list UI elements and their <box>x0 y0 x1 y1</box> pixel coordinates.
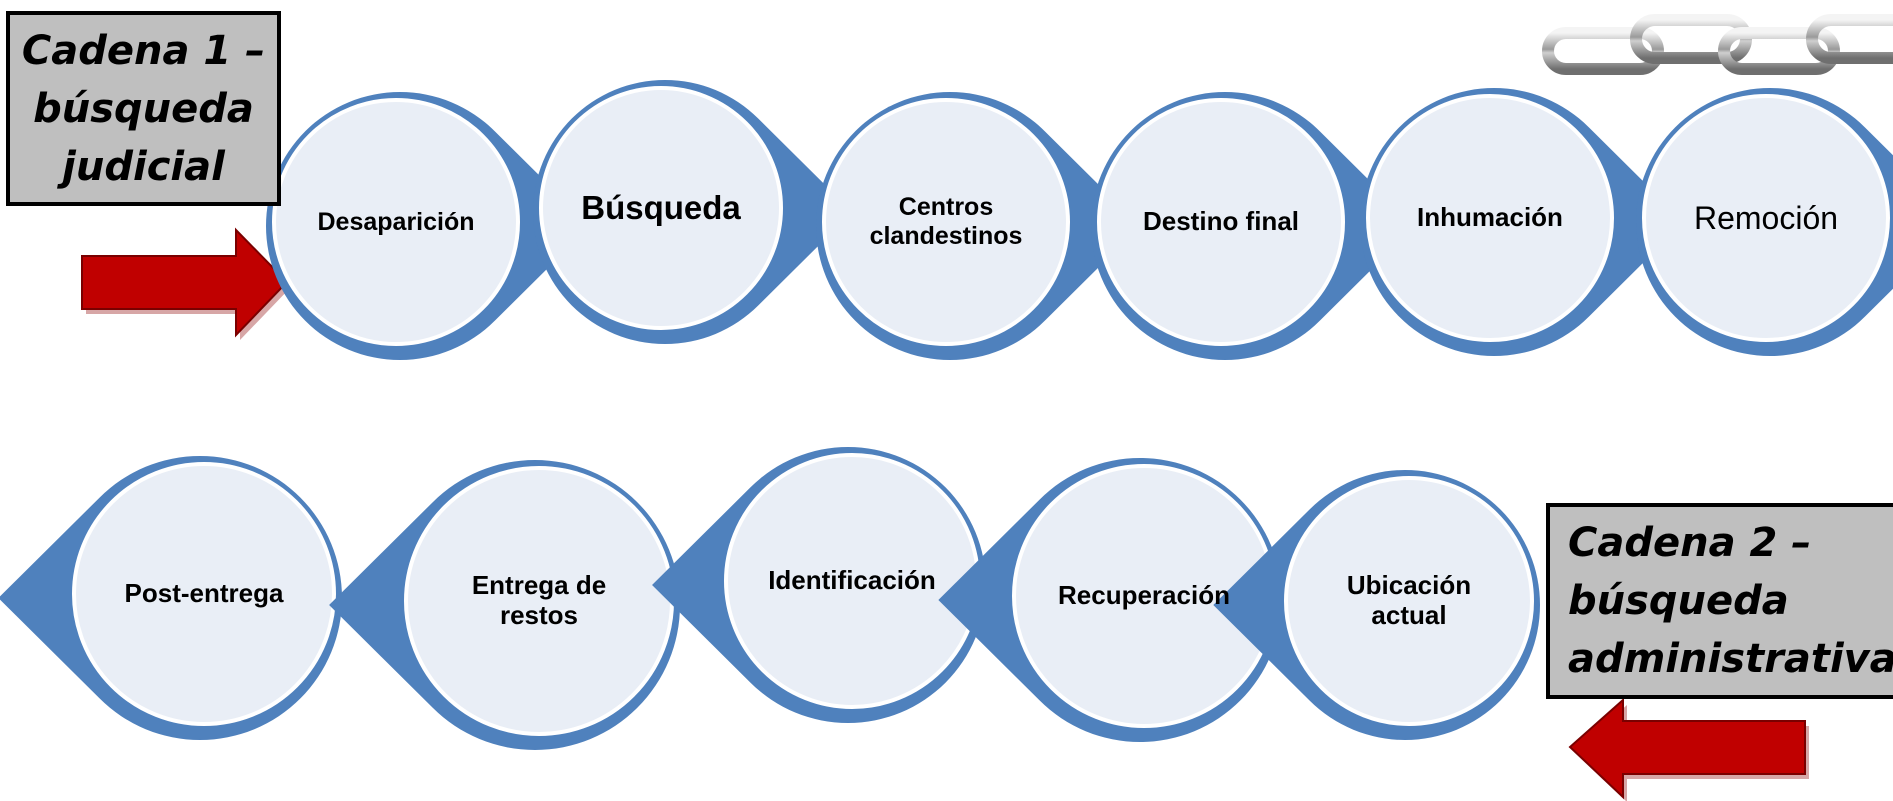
process-node <box>1091 92 1416 361</box>
node-label: Entrega de restos <box>471 570 607 630</box>
node-label: Inhumación <box>1417 202 1563 233</box>
node-label: Desaparición <box>317 207 475 236</box>
process-node <box>652 447 986 723</box>
process-node <box>266 92 591 360</box>
node-circle <box>1642 94 1890 342</box>
chain-links-icon <box>1542 14 1893 75</box>
process-node <box>1213 470 1540 740</box>
red-arrow-left-icon <box>1568 697 1809 801</box>
node-circle <box>1366 94 1614 342</box>
chain-2-label-text: Cadena 2 – búsqueda administrativa <box>1568 520 1893 682</box>
process-node <box>329 459 680 750</box>
node-label: Búsqueda <box>581 189 741 227</box>
node-label: Remoción <box>1693 199 1839 236</box>
red-arrow-right-icon <box>81 227 291 340</box>
nodes-layer <box>0 80 1893 750</box>
node-circle <box>1284 476 1534 726</box>
node-circle <box>272 98 520 346</box>
node-label: Ubicación actual <box>1346 570 1472 630</box>
process-node <box>938 458 1282 743</box>
process-node <box>816 92 1141 361</box>
chain-1-label: Cadena 1 – búsqueda judicial <box>6 11 281 206</box>
chain-2-label: Cadena 2 – búsqueda administrativa <box>1546 503 1893 699</box>
process-node <box>1635 88 1893 356</box>
node-label: Recuperación <box>1058 580 1230 611</box>
process-node <box>1360 88 1685 356</box>
node-circle <box>822 98 1070 346</box>
chain-1-label-text: Cadena 1 – búsqueda judicial <box>21 27 266 190</box>
node-label: Identificación <box>768 565 936 596</box>
node-label: Destino final <box>1142 206 1299 237</box>
node-circle <box>72 462 336 726</box>
node-circle <box>539 86 783 330</box>
process-node <box>533 80 853 344</box>
process-node <box>0 456 343 740</box>
node-label: Post-entrega <box>124 578 284 609</box>
node-circle <box>1097 98 1345 346</box>
node-label: Centros clandestinos <box>869 193 1023 250</box>
